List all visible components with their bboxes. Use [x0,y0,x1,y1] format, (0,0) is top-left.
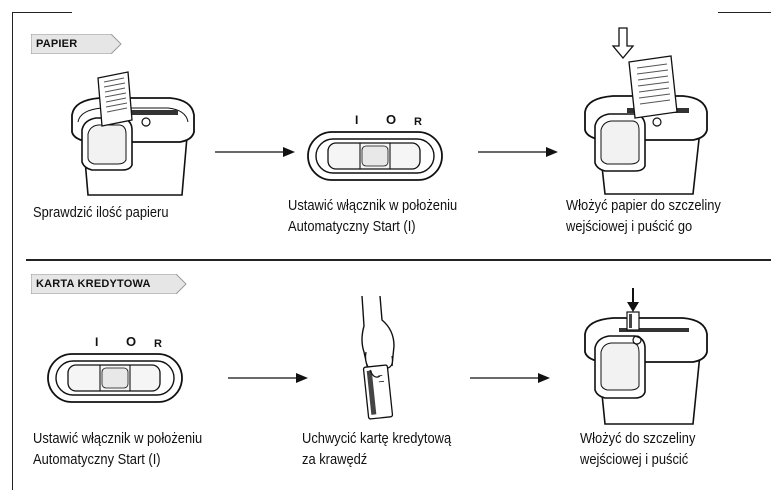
section-tag-karta-kredytowa: KARTA KREDYTOWA [31,274,189,294]
shredder-insert-card-icon [584,288,708,425]
switch-label-i: I [355,113,358,127]
section-title: PAPIER [36,38,78,50]
caption-line: za krawędź [302,451,368,468]
switch-label-r: R [154,338,162,350]
step-caption: Włożyć do szczeliny wejściowej i puścić [580,428,695,470]
frame-top-left-line [12,12,72,13]
section-divider [26,259,771,261]
caption-line: Uchwycić kartę kredytową [302,430,452,447]
hand-holding-card-icon [361,296,395,420]
switch-label-o: O [386,112,396,127]
arrow-right-icon [470,373,550,383]
arrow-right-icon [215,147,295,157]
arrow-right-icon [478,147,558,157]
caption-line: Włożyć do szczeliny [580,430,696,447]
caption-line: Włożyć papier do szczeliny [566,197,721,214]
caption-line: Ustawić włącznik w położeniu [288,197,458,214]
caption-line: Automatyczny Start (I) [33,451,161,468]
step-caption: Włożyć papier do szczeliny wejściowej i … [566,195,721,237]
shredder-with-paper-icon [71,71,195,196]
arrow-right-icon [228,373,308,383]
tag-arrow-shape [31,34,122,54]
shredder-insert-paper-icon [584,27,708,195]
switch-label-i: I [95,335,98,349]
caption-line: wejściowej i puścić go [566,218,693,235]
step-caption: Ustawić włącznik w położeniu Automatyczn… [288,195,457,237]
section-tag-papier: PAPIER [31,34,123,54]
caption-line: wejściowej i puścić [580,451,689,468]
caption-line: Automatyczny Start (I) [288,218,416,235]
tag-arrow-shape [31,274,187,294]
power-switch-icon: I O R [307,112,443,181]
switch-label-r: R [414,116,422,128]
switch-label-o: O [126,334,136,349]
power-switch-icon: I O R [47,334,183,403]
caption-line: Sprawdzić ilość papieru [33,204,169,221]
step-caption: Sprawdzić ilość papieru [33,202,169,223]
step-caption: Ustawić włącznik w położeniu Automatyczn… [33,428,202,470]
frame-left-line [12,12,13,490]
frame-top-right-line [718,12,771,13]
step-caption: Uchwycić kartę kredytową za krawędź [302,428,451,470]
caption-line: Ustawić włącznik w położeniu [33,430,203,447]
section-title: KARTA KREDYTOWA [36,278,151,290]
